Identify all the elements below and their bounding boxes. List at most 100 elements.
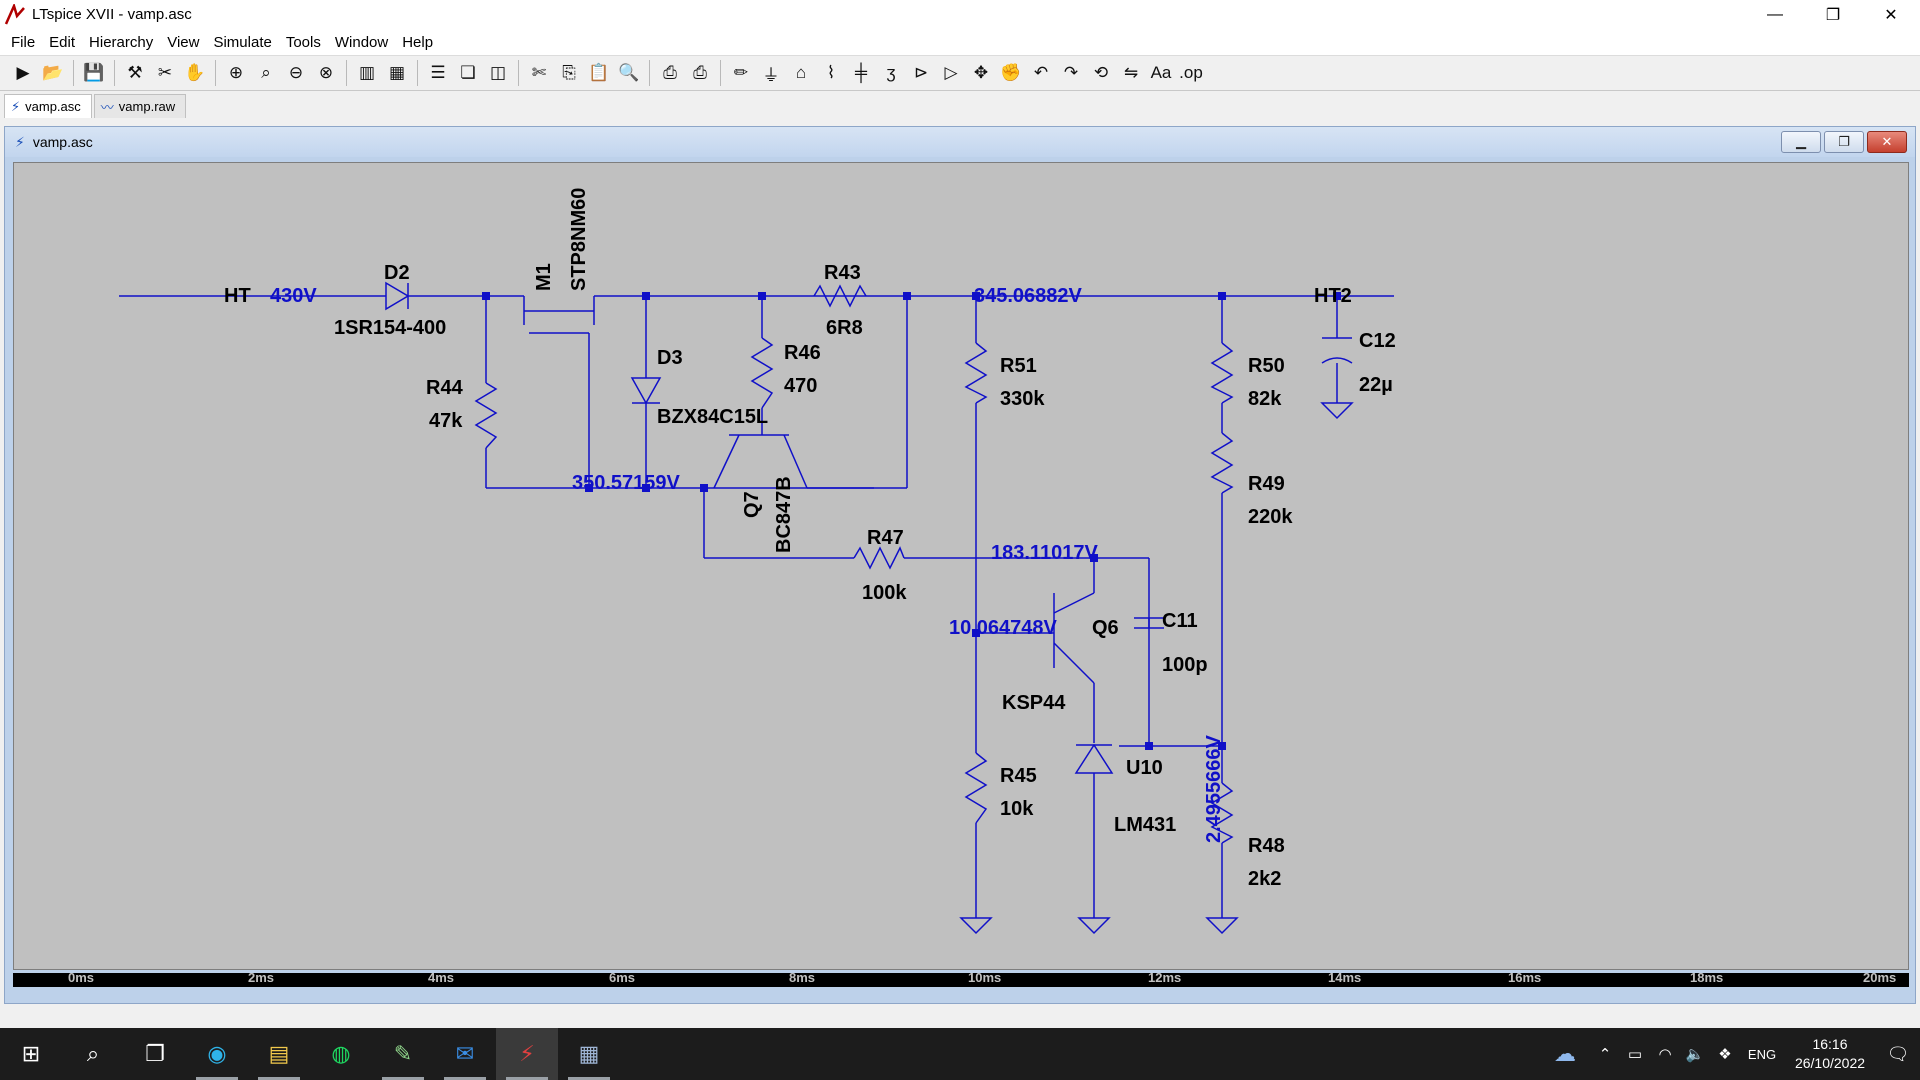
capacitor-icon[interactable]: ╪ (854, 63, 868, 82)
print-icon[interactable]: ⎙ (663, 63, 677, 82)
zoom-in-icon[interactable]: ⊕ (228, 63, 244, 82)
mail-button[interactable]: ✉ (434, 1028, 496, 1080)
drag-icon[interactable]: ✊ (1000, 63, 1022, 82)
component-r50-ref[interactable]: R50 (1248, 355, 1285, 377)
child-close-button[interactable]: ✕ (1867, 131, 1907, 153)
component-r49-ref[interactable]: R49 (1248, 473, 1285, 495)
cut-icon[interactable]: ✄ (531, 63, 547, 82)
spice-directive-icon[interactable]: .op (1179, 63, 1203, 82)
component-q7-ref[interactable]: Q7 (741, 491, 763, 518)
show-hidden-icons-icon[interactable]: ⌃ (1598, 1046, 1612, 1063)
open-icon[interactable]: 📂 (42, 63, 64, 82)
component-u10-ref[interactable]: U10 (1126, 757, 1163, 779)
volume-icon[interactable]: 🔈 (1685, 1046, 1705, 1063)
component-d3-ref[interactable]: D3 (657, 347, 683, 369)
component-r43-value[interactable]: 6R8 (826, 317, 863, 339)
start-button[interactable]: ⊞ (0, 1028, 62, 1080)
voltage-ht[interactable]: 430V (270, 285, 317, 307)
tab-vamp-asc[interactable]: ⚡ vamp.asc (4, 94, 92, 118)
zoom-area-icon[interactable]: ⌕ (261, 63, 271, 82)
component-d2-value[interactable]: 1SR154-400 (334, 317, 447, 339)
component-r51-value[interactable]: 330k (1000, 388, 1045, 410)
component-r44-value[interactable]: 47k (429, 410, 463, 432)
language-indicator[interactable]: ENG (1747, 1046, 1777, 1062)
print-setup-icon[interactable]: ⎙ (693, 63, 707, 82)
edge-button[interactable]: ◉ (186, 1028, 248, 1080)
component-q7-value[interactable]: BC847B (773, 476, 795, 553)
minimize-button[interactable]: — (1767, 5, 1783, 23)
menu-window[interactable]: Window (334, 33, 389, 51)
component-r44-ref[interactable]: R44 (426, 377, 463, 399)
component-c11-ref[interactable]: C11 (1162, 610, 1198, 632)
tile-vertical-icon[interactable]: ◫ (489, 63, 507, 82)
component-d3-value[interactable]: BZX84C15L (657, 406, 769, 428)
component-r50-value[interactable]: 82k (1248, 388, 1282, 410)
component-r46-value[interactable]: 470 (784, 375, 818, 397)
tab-vamp-raw[interactable]: 〰 vamp.raw (93, 94, 187, 118)
resistor-icon[interactable]: ⌇ (826, 63, 836, 82)
mirror-icon[interactable]: ⇋ (1123, 63, 1139, 82)
draw-wire-icon[interactable]: ✏ (733, 63, 749, 82)
component-r51-ref[interactable]: R51 (1000, 355, 1037, 377)
component-r48-value[interactable]: 2k2 (1248, 868, 1282, 890)
explorer-button[interactable]: ▤ (248, 1028, 310, 1080)
redo-icon[interactable]: ↷ (1063, 63, 1079, 82)
close-button[interactable]: ✕ (1884, 6, 1898, 24)
menu-file[interactable]: File (11, 33, 36, 51)
ltspice-button[interactable]: ⚡ (496, 1028, 558, 1080)
component-r49-value[interactable]: 220k (1248, 506, 1293, 528)
component-r46-ref[interactable]: R46 (784, 342, 821, 364)
component-u10-value[interactable]: LM431 (1114, 814, 1177, 836)
find-icon[interactable]: 🔍 (618, 63, 640, 82)
component-r43-ref[interactable]: R43 (824, 262, 861, 284)
notifications-icon[interactable]: 🗨 (1886, 1043, 1910, 1064)
inductor-icon[interactable]: ʒ (886, 63, 896, 82)
voltage-source[interactable]: 350.57159V (572, 472, 680, 494)
text-icon[interactable]: Aa (1150, 63, 1172, 82)
voltage-q6-base[interactable]: 10.064748V (949, 617, 1057, 639)
autorange-icon[interactable]: ▥ (358, 63, 376, 82)
pan-hand-icon[interactable]: ✋ (184, 63, 206, 82)
search-button[interactable]: ⌕ (62, 1028, 124, 1080)
undo-icon[interactable]: ↶ (1033, 63, 1049, 82)
control-panel-icon[interactable]: ⚒ (127, 63, 143, 82)
component-c12-ref[interactable]: C12 (1359, 330, 1396, 352)
label-net-icon[interactable]: ⌂ (795, 63, 807, 82)
diode-icon[interactable]: ⊳ (913, 63, 929, 82)
component-m1-ref[interactable]: M1 (533, 263, 555, 291)
component-c12-value[interactable]: 22µ (1359, 374, 1393, 396)
tile-horizontal-icon[interactable]: ☰ (430, 63, 446, 82)
menu-edit[interactable]: Edit (49, 33, 76, 51)
component-m1-value[interactable]: STP8NM60 (568, 187, 590, 291)
component-r47-ref[interactable]: R47 (867, 527, 904, 549)
schematic-canvas[interactable]: HT 430V HT2 345.06882V 350.57159V 183.11… (13, 162, 1909, 970)
dropbox-icon[interactable]: ❖ (1718, 1046, 1732, 1063)
net-label-ht[interactable]: HT (224, 285, 251, 307)
component-q6-ref[interactable]: Q6 (1092, 617, 1119, 639)
net-label-ht2[interactable]: HT2 (1314, 285, 1352, 307)
save-icon[interactable]: 💾 (83, 63, 105, 82)
run-icon[interactable]: ▶ (16, 63, 30, 82)
task-view-button[interactable]: ❐ (124, 1028, 186, 1080)
move-icon[interactable]: ✥ (973, 63, 989, 82)
restore-button[interactable]: ❐ (1825, 6, 1841, 24)
run-simulation-icon[interactable]: ✂ (157, 63, 173, 82)
battery-icon[interactable]: ▭ (1627, 1046, 1643, 1063)
voltage-ref[interactable]: 2.4955666V (1203, 735, 1225, 843)
wifi-icon[interactable]: ◠ (1658, 1046, 1672, 1063)
spotify-button[interactable]: ◍ (310, 1028, 372, 1080)
component-icon[interactable]: ▷ (944, 63, 958, 82)
paste-icon[interactable]: 📋 (588, 63, 610, 82)
child-minimize-button[interactable]: ▁ (1781, 131, 1821, 153)
component-r48-ref[interactable]: R48 (1248, 835, 1285, 857)
menu-hierarchy[interactable]: Hierarchy (89, 33, 154, 51)
component-r47-value[interactable]: 100k (862, 582, 907, 604)
zoom-fit-icon[interactable]: ⊗ (318, 63, 334, 82)
component-d2-ref[interactable]: D2 (384, 262, 410, 284)
component-q6-value[interactable]: KSP44 (1002, 692, 1066, 714)
calculator-button[interactable]: ▦ (558, 1028, 620, 1080)
notepad-button[interactable]: ✎ (372, 1028, 434, 1080)
menu-help[interactable]: Help (402, 33, 434, 51)
menu-tools[interactable]: Tools (285, 33, 321, 51)
clock[interactable]: 16:16 26/10/2022 (1784, 1035, 1876, 1073)
